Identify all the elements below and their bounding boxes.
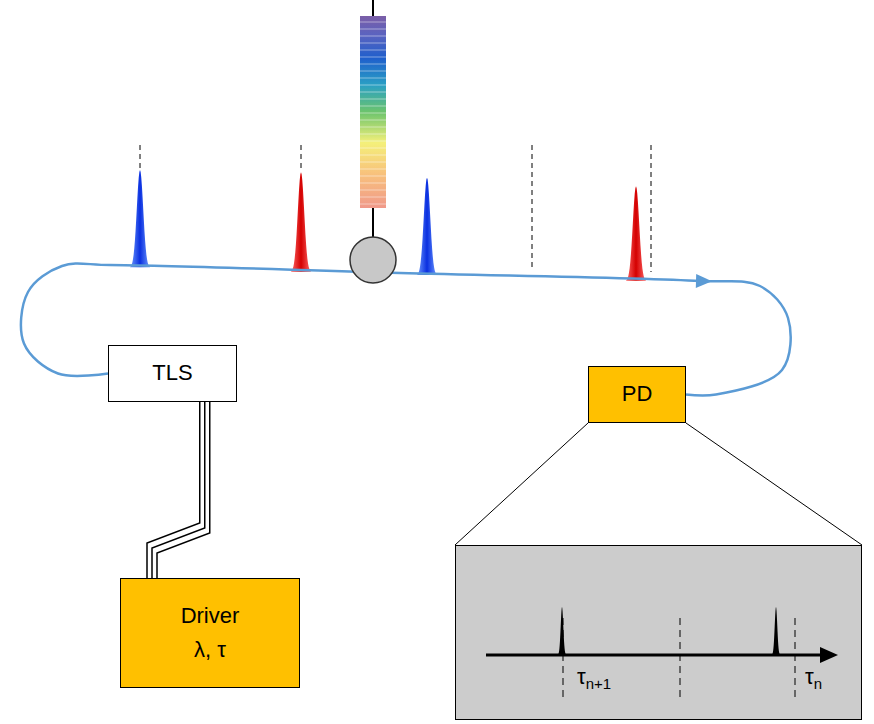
box-label: PD: [622, 381, 653, 407]
grating-line: [360, 78, 386, 79]
delay-label: τn+1: [577, 664, 611, 693]
grating-line: [360, 22, 386, 23]
delay-label: τn: [805, 664, 822, 693]
grating-line: [360, 71, 386, 72]
axis-arrowhead: [820, 647, 838, 663]
grating-line: [360, 85, 386, 86]
grating-line: [360, 162, 386, 163]
grating-line: [360, 183, 386, 184]
light-pulse: [417, 178, 437, 275]
fiber-grating: [350, 237, 396, 283]
grating-line: [360, 204, 386, 205]
control-cable: [147, 402, 210, 578]
grating-line: [360, 197, 386, 198]
detected-pulse: [558, 607, 566, 655]
grating-line: [360, 106, 386, 107]
grating-line: [360, 190, 386, 191]
cable-wire: [147, 402, 200, 578]
box-label: TLS: [152, 360, 192, 386]
grating-line: [360, 50, 386, 51]
grating-line: [360, 43, 386, 44]
light-pulse: [626, 186, 646, 280]
grating-line: [360, 169, 386, 170]
time-marker: [795, 618, 796, 702]
arrowhead: [696, 274, 712, 288]
time-marker: [563, 618, 564, 702]
grating-line: [360, 141, 386, 142]
grating-line: [360, 57, 386, 58]
grating-line: [360, 36, 386, 37]
driver-box: Driver λ, τ: [120, 578, 300, 688]
light-pulse: [291, 172, 311, 271]
grating-line: [360, 113, 386, 114]
detected-pulse: [772, 607, 780, 655]
grating-line: [360, 64, 386, 65]
grating-spectrum: [360, 16, 386, 208]
box-label: Driver: [181, 603, 240, 629]
photodetector-box: PD: [588, 366, 686, 423]
grating-line: [360, 92, 386, 93]
light-pulse: [130, 170, 150, 267]
grating-line: [360, 120, 386, 121]
grating-line: [360, 127, 386, 128]
grating-line: [360, 148, 386, 149]
grating-line: [360, 155, 386, 156]
inset-panel: τn+1 τn: [455, 545, 862, 720]
time-axis-plot: [456, 546, 860, 718]
box-label: λ, τ: [194, 637, 226, 663]
grating-line: [360, 29, 386, 30]
light-source-box: TLS: [108, 345, 237, 402]
grating-line: [360, 99, 386, 100]
grating-lines: [360, 22, 386, 204]
zoom-lines: [455, 423, 862, 545]
grating-line: [360, 176, 386, 177]
cable-wire: [157, 402, 210, 578]
time-marker: [680, 618, 681, 702]
grating-line: [360, 134, 386, 135]
